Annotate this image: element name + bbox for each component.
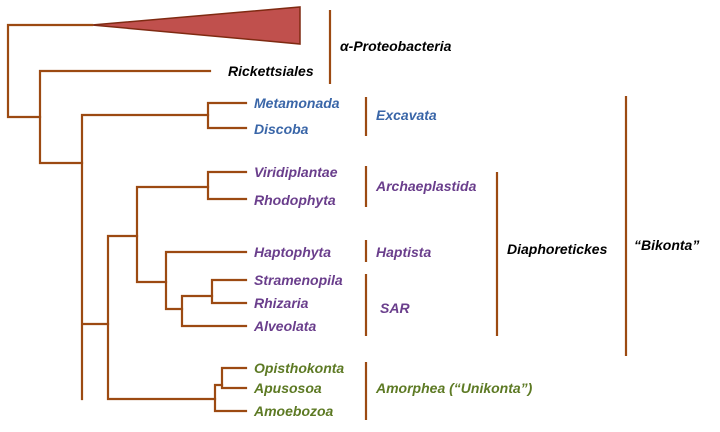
- taxon-label-alveolata: Alveolata: [253, 318, 316, 334]
- taxon-label-metamonada: Metamonada: [254, 95, 340, 111]
- taxon-label-apusozoa: Apusosoa: [253, 380, 322, 396]
- group-label-archaeplastida: Archaeplastida: [375, 178, 477, 194]
- taxon-label-rhizaria: Rhizaria: [254, 295, 309, 311]
- group-label-haptista: Haptista: [376, 244, 431, 260]
- sar-node: [180, 294, 248, 328]
- euk-inner-node: [106, 234, 217, 401]
- alpha-proteobacteria-clade-triangle: [91, 6, 301, 45]
- archaeplastida-node: [206, 170, 248, 201]
- group-label-amorphea: Amorphea (“Unikonta”): [375, 380, 533, 396]
- taxon-label-stramenopila: Stramenopila: [254, 272, 343, 288]
- group-label-sar: SAR: [380, 300, 410, 316]
- taxon-label-rhodophyta: Rhodophyta: [254, 192, 336, 208]
- haptista-sar-node: [164, 250, 248, 311]
- taxon-label-discoba: Discoba: [254, 121, 309, 137]
- opisthokonta-apusozoa-node: [220, 366, 248, 390]
- group-brackets: [328, 10, 628, 420]
- group-label-alpha-proteobacteria: α-Proteobacteria: [340, 38, 452, 54]
- excavata-node: [206, 101, 248, 130]
- group-label-excavata: Excavata: [376, 107, 437, 123]
- root-branch: [6, 23, 94, 119]
- stramenopila-rhizaria-node: [210, 278, 248, 305]
- taxon-label-haptophyta: Haptophyta: [254, 244, 331, 260]
- group-label-bikonta: “Bikonta”: [634, 237, 699, 253]
- diaphoretickes-inner-node: [135, 185, 210, 284]
- tree-branches: [6, 23, 248, 413]
- taxon-label-rickettsiales: Rickettsiales: [228, 63, 314, 79]
- taxon-label-viridiplantae: Viridiplantae: [254, 164, 338, 180]
- taxon-label-amoebozoa: Amoebozoa: [253, 403, 334, 419]
- rickettsiales-node: [38, 69, 212, 165]
- amorphea-node: [213, 383, 248, 413]
- taxon-label-opisthokonta: Opisthokonta: [254, 360, 344, 376]
- group-label-diaphoretickes: Diaphoretickes: [507, 241, 608, 257]
- eukaryote-node: [80, 113, 210, 401]
